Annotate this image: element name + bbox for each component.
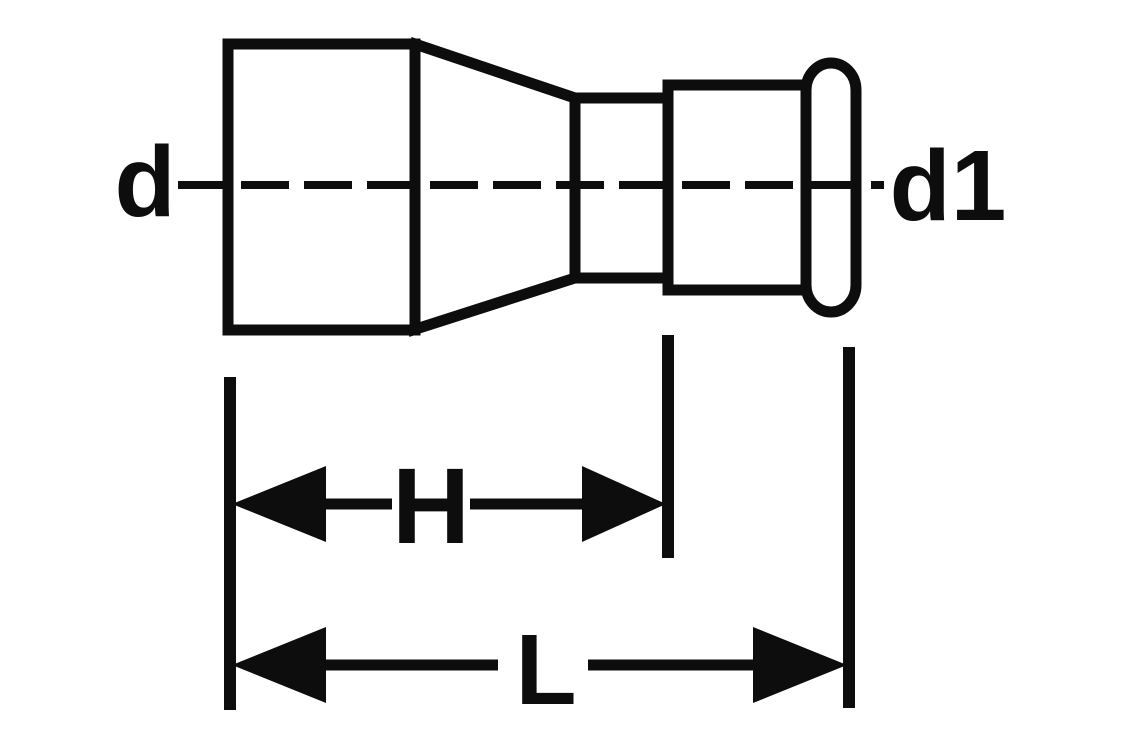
h-arrow-left <box>232 466 326 542</box>
label-small-diameter-d1: d1 <box>890 130 1007 242</box>
label-overall-length-l: L <box>515 614 576 726</box>
h-arrow-right <box>582 466 666 542</box>
l-arrow-right <box>753 627 847 703</box>
label-reduction-length-h: H <box>392 445 470 566</box>
press-bead-outline <box>800 57 862 318</box>
large-socket-outline <box>222 38 421 336</box>
cone-outline <box>406 37 582 337</box>
label-large-diameter-d: d <box>114 126 175 238</box>
l-arrow-left <box>232 627 326 703</box>
